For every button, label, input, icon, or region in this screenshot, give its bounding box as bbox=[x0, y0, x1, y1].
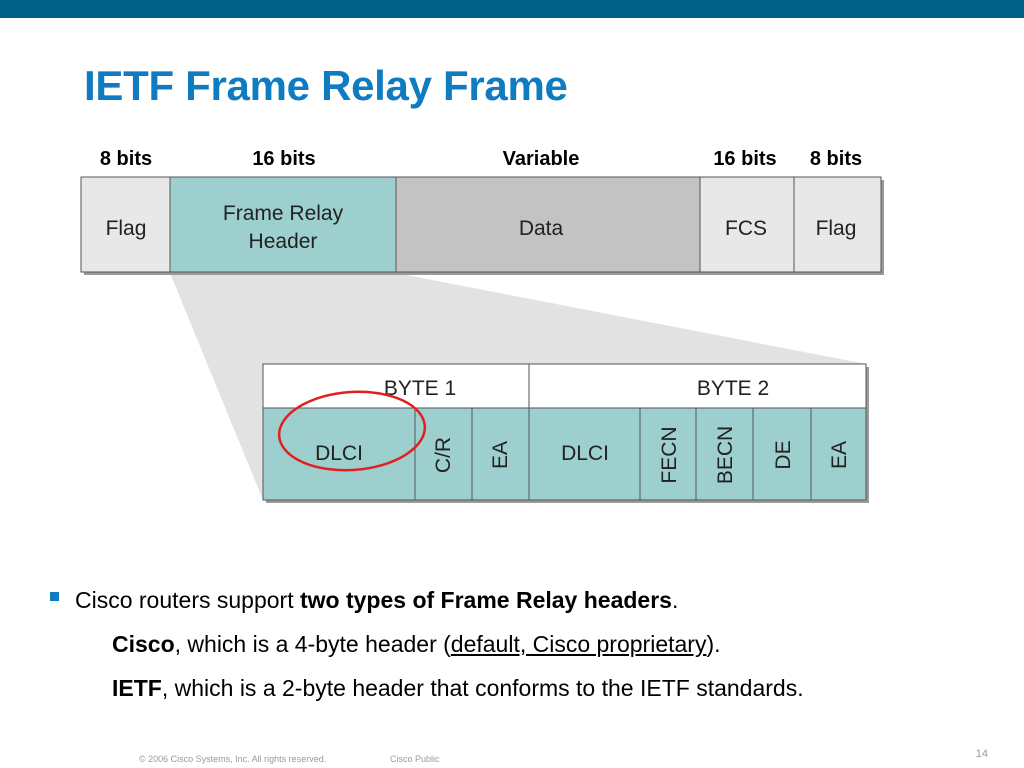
frame-diagram: 8 bits 16 bits Variable 16 bits 8 bits F… bbox=[80, 148, 884, 503]
byte1-header bbox=[262, 363, 530, 409]
bit-label-dlci-1: DLCI bbox=[315, 442, 363, 465]
size-label-header: 16 bits bbox=[252, 148, 315, 170]
size-label-fcs: 16 bits bbox=[713, 148, 776, 170]
page-number: 14 bbox=[975, 748, 988, 760]
field-frame-relay-header bbox=[169, 176, 397, 273]
field-flag-start bbox=[80, 176, 171, 273]
dlci-highlight-circle bbox=[277, 390, 427, 472]
field-label-header-line2: Header bbox=[249, 230, 318, 253]
bullet-ietf-bold: IETF bbox=[112, 675, 162, 701]
bullet-main-prefix: Cisco routers support bbox=[75, 587, 300, 613]
bit-label-becn: BECN bbox=[714, 426, 737, 484]
field-fcs bbox=[699, 176, 795, 273]
bit-field-fecn bbox=[639, 407, 697, 501]
size-label-flag-end: 8 bits bbox=[810, 148, 862, 170]
bit-label-cr: C/R bbox=[432, 437, 455, 473]
bit-field-ea-1 bbox=[471, 407, 530, 501]
field-label-fcs: FCS bbox=[725, 217, 767, 240]
field-label-flag-start: Flag bbox=[106, 217, 147, 240]
byte2-label: BYTE 2 bbox=[697, 377, 769, 400]
byte1-label: BYTE 1 bbox=[384, 377, 456, 400]
slide-title: IETF Frame Relay Frame bbox=[84, 62, 568, 109]
bullet-cisco-bold: Cisco bbox=[112, 631, 175, 657]
bullet-ietf-text: , which is a 2-byte header that conforms… bbox=[161, 675, 804, 701]
bit-label-ea-2: EA bbox=[828, 441, 851, 469]
header-bar bbox=[0, 0, 1024, 18]
bullet-main-suffix: . bbox=[671, 587, 679, 613]
bullet-cisco-underline: default, Cisco proprietary bbox=[450, 631, 707, 657]
bit-label-ea-1: EA bbox=[489, 441, 512, 469]
bullet-square-icon bbox=[50, 592, 59, 601]
bit-field-becn bbox=[695, 407, 754, 501]
bit-field-dlci-1 bbox=[262, 407, 416, 501]
bit-label-de: DE bbox=[772, 440, 795, 469]
bit-field-ea-2 bbox=[810, 407, 867, 501]
bit-label-fecn: FECN bbox=[658, 426, 681, 483]
field-data bbox=[395, 176, 701, 273]
bullet-main: Cisco routers support two types of Frame… bbox=[50, 578, 804, 622]
field-label-header-line1: Frame Relay bbox=[223, 202, 344, 225]
bullet-list: Cisco routers support two types of Frame… bbox=[50, 578, 804, 710]
field-label-flag-end: Flag bbox=[816, 217, 857, 240]
bit-label-dlci-2: DLCI bbox=[561, 442, 609, 465]
bullet-cisco: Cisco, which is a 4-byte header (default… bbox=[50, 622, 804, 666]
bullet-cisco-text: , which is a 4-byte header ( bbox=[174, 631, 451, 657]
size-label-data: Variable bbox=[503, 148, 580, 170]
size-label-flag-start: 8 bits bbox=[100, 148, 152, 170]
bit-field-de bbox=[752, 407, 812, 501]
byte2-header bbox=[528, 363, 867, 409]
field-label-data: Data bbox=[519, 217, 564, 240]
bullet-cisco-suffix: ). bbox=[706, 631, 721, 657]
footer-classification: Cisco Public bbox=[390, 754, 440, 764]
footer-copyright: © 2006 Cisco Systems, Inc. All rights re… bbox=[139, 754, 327, 764]
bullet-main-bold: two types of Frame Relay headers bbox=[299, 587, 672, 613]
field-flag-end bbox=[793, 176, 882, 273]
bullet-ietf: IETF, which is a 2-byte header that conf… bbox=[50, 666, 804, 710]
